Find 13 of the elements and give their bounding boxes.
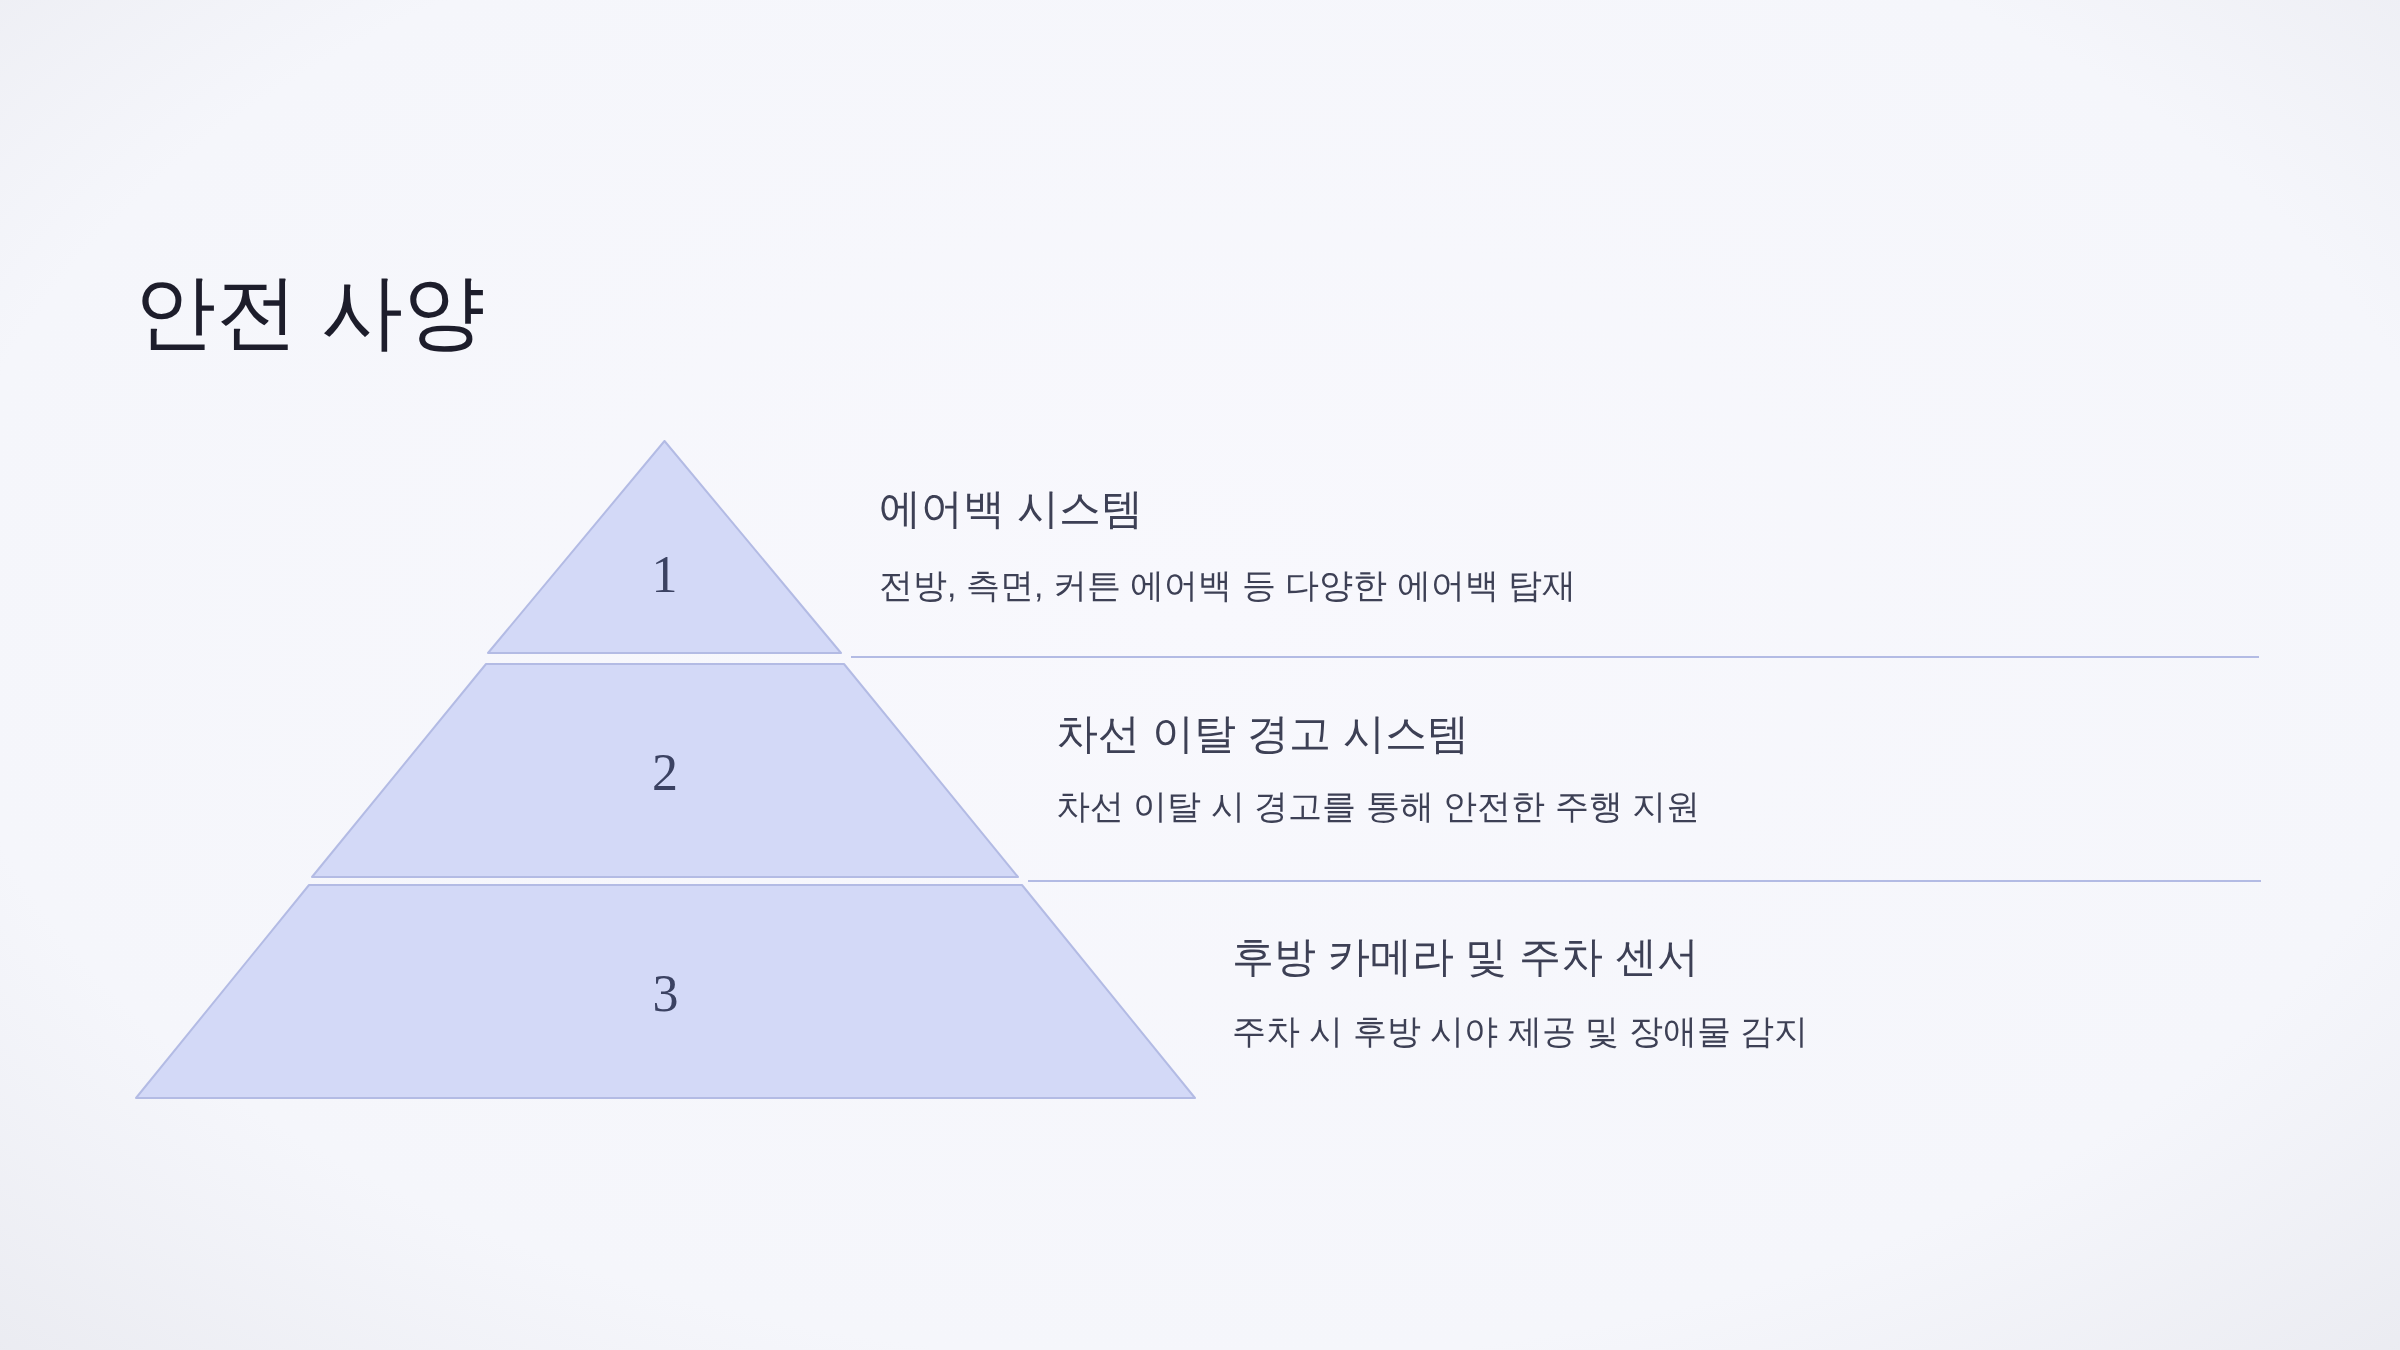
tier-heading: 에어백 시스템 bbox=[879, 488, 1143, 530]
tier-number: 1 bbox=[651, 549, 678, 601]
slide-title: 안전 사양 bbox=[134, 271, 485, 353]
tier-description: 주차 시 후방 시야 제공 및 장애물 감지 bbox=[1232, 1014, 1809, 1048]
tier-heading: 차선 이탈 경고 시스템 bbox=[1056, 713, 1469, 755]
pyramid-tier bbox=[311, 663, 1019, 878]
tier-description: 차선 이탈 시 경고를 통해 안전한 주행 지원 bbox=[1056, 789, 1701, 823]
tier-heading: 후방 카메라 및 주차 센서 bbox=[1232, 936, 1699, 978]
pyramid-tier bbox=[487, 440, 842, 654]
tier-number: 3 bbox=[652, 968, 679, 1020]
pyramid-tier bbox=[135, 884, 1196, 1099]
tier-description: 전방, 측면, 커튼 에어백 등 다양한 에어백 탑재 bbox=[879, 568, 1577, 602]
tier-number: 2 bbox=[652, 747, 678, 799]
